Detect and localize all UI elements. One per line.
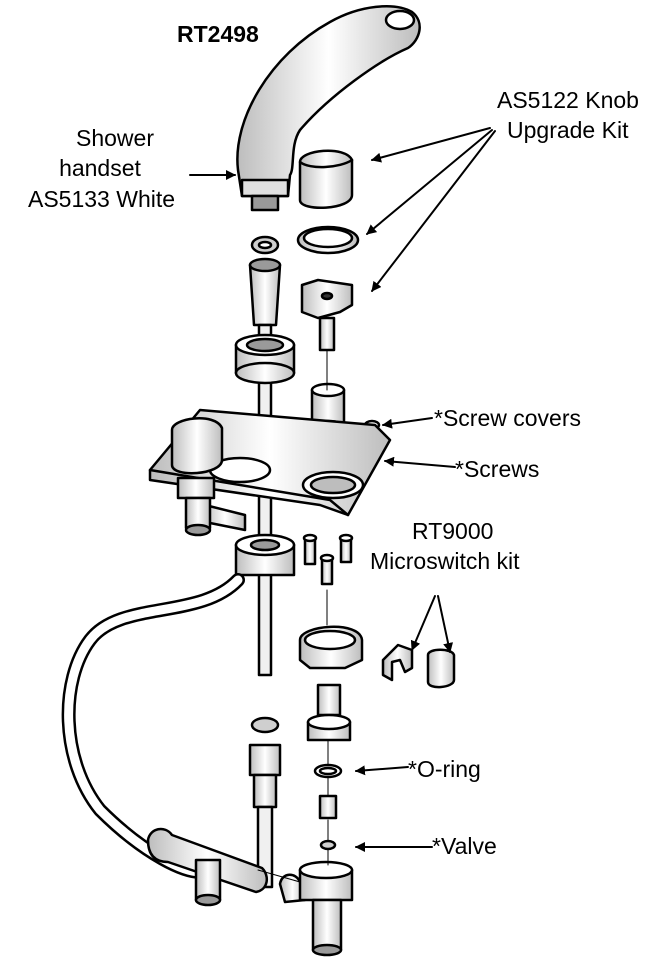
handset-nut: [248, 263, 282, 327]
hose-washer: [250, 716, 280, 734]
screw-covers-label: *Screw covers: [434, 405, 581, 431]
cartridge-part: [306, 683, 352, 742]
upper-collar: [234, 333, 296, 385]
left-knob-part: [170, 417, 247, 537]
valve-insert-part: [318, 794, 338, 820]
valve-part: [319, 839, 337, 851]
arrow-knob-ring: [366, 129, 493, 235]
arrow-knob-adapter: [371, 130, 496, 292]
microswitch-kit-parts: [381, 643, 456, 689]
knob-adapter-part: [300, 278, 354, 352]
knob-top-part: [298, 149, 354, 210]
arrow-micro-1: [410, 595, 436, 651]
arrow-oring: [355, 765, 409, 776]
t-connector-part: [146, 827, 269, 907]
bottom-elbow-part: [278, 860, 354, 957]
knob-label-line1: AS5122 Knob: [497, 87, 639, 113]
micro-label-line2: Microswitch kit: [370, 548, 520, 574]
hose-fitting-part: [248, 743, 282, 889]
knob-ring-part: [296, 225, 360, 255]
shower-label-line2: handset: [59, 155, 141, 181]
shower-hose: [61, 573, 245, 879]
shower-label-line1: Shower: [76, 125, 154, 151]
title-label: RT2498: [177, 21, 259, 47]
shower-label-line3: AS5133 White: [28, 186, 176, 212]
microswitch-housing-part: [298, 625, 364, 670]
arrow-knob-top: [371, 127, 491, 163]
valve-label: *Valve: [432, 833, 497, 859]
micro-label-line1: RT9000: [412, 518, 494, 544]
arrow-micro-2: [437, 595, 454, 653]
screws-label: *Screws: [455, 456, 540, 482]
oring-label: *O-ring: [408, 756, 481, 782]
hex-nut-part: [234, 533, 296, 577]
arrow-screws: [384, 456, 456, 468]
central-shaft: [257, 323, 273, 677]
arrow-screw-covers: [382, 417, 433, 429]
shower-handset-part: [236, 5, 421, 212]
microswitch-screws: [302, 533, 354, 586]
knob-label-line2: Upgrade Kit: [507, 117, 629, 143]
